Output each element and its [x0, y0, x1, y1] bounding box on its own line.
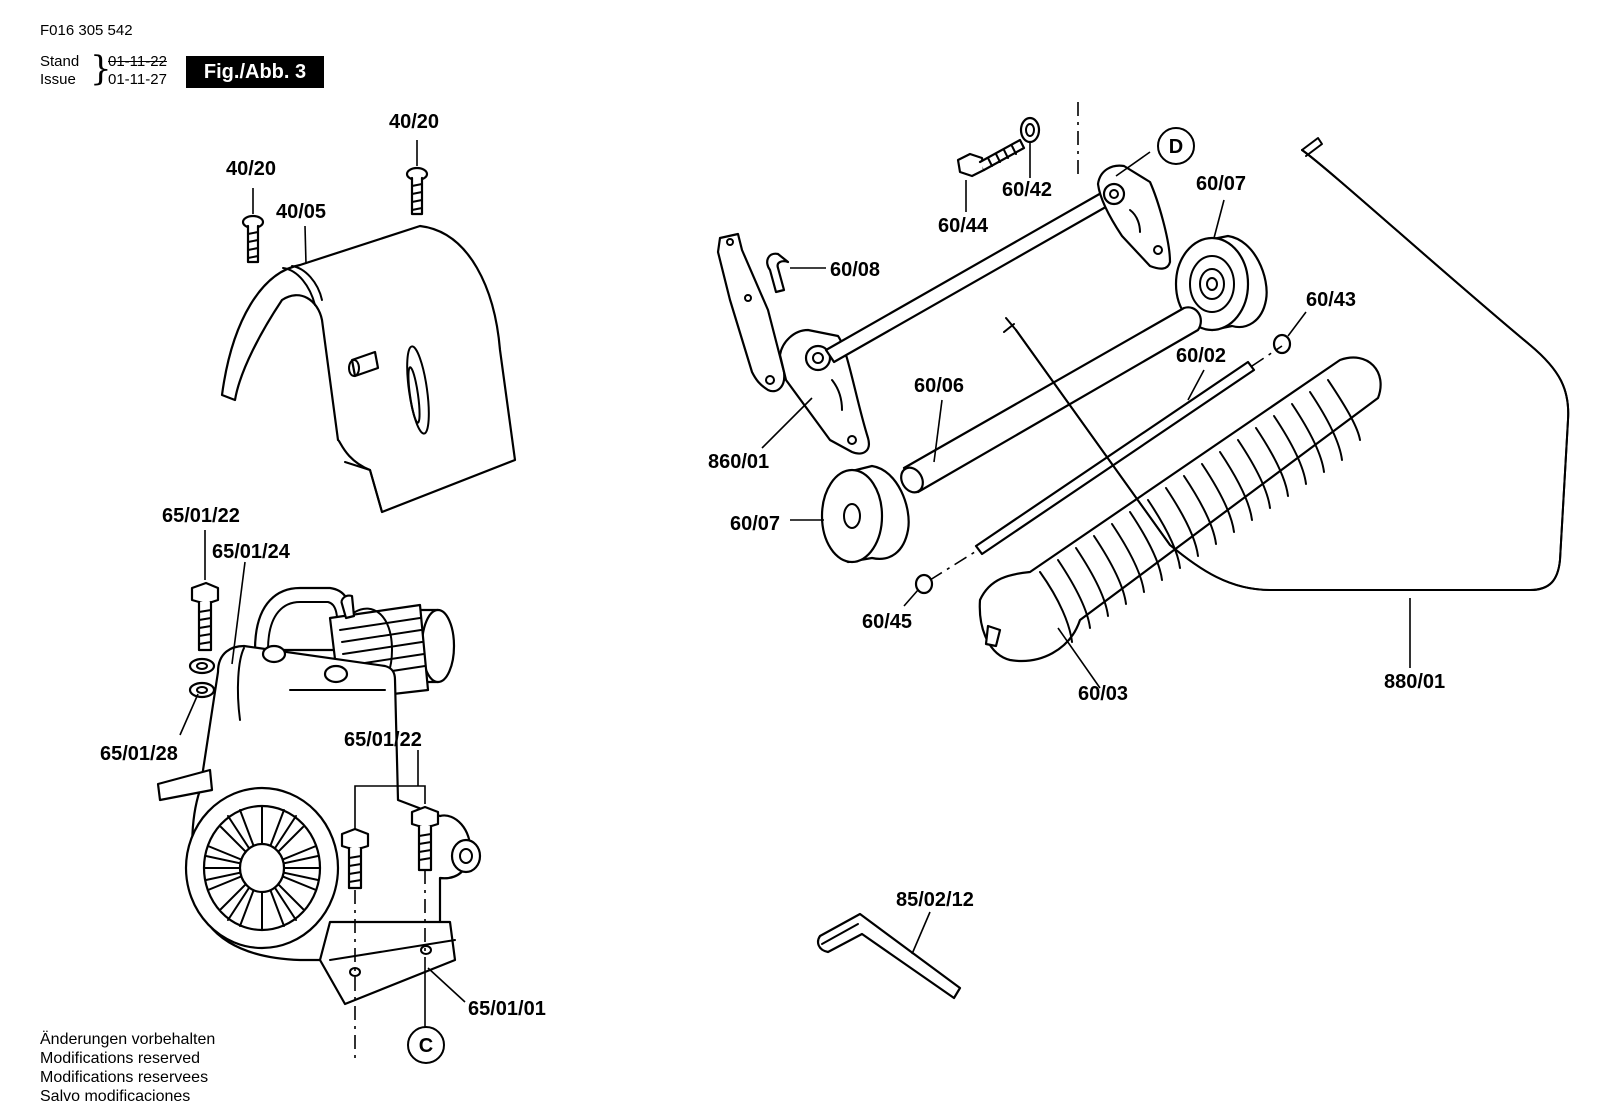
- reference-circle-c-label: C: [419, 1035, 433, 1057]
- washer-65-01-24: [188, 657, 216, 675]
- stand-label: Stand: [40, 53, 80, 70]
- callout-65-01-24: 65/01/24: [212, 541, 291, 563]
- handle-bar-880-01: [1003, 137, 1570, 591]
- callout-60-03: 60/03: [1078, 683, 1128, 705]
- callout-60-02: 60/02: [1176, 345, 1226, 367]
- frame-bracket-860-01: [716, 164, 1172, 455]
- reference-circle-d-label: D: [1169, 136, 1183, 158]
- hex-key-85-02-12: [817, 912, 962, 1000]
- bolt-65-01-22-b-left: [340, 827, 370, 890]
- issue-label: Issue: [40, 71, 76, 88]
- stand-date: 01-11-22: [108, 53, 167, 70]
- screw-40-20-a: [241, 214, 265, 264]
- brace-glyph: }: [90, 49, 112, 89]
- bolt-65-01-22-a: [190, 581, 220, 652]
- issue-date: 01-11-27: [108, 71, 167, 88]
- engine-part: [156, 586, 482, 1006]
- bolt-60-44: [956, 138, 1026, 178]
- callout-60-06: 60/06: [914, 375, 964, 397]
- callout-880-01: 880/01: [1384, 671, 1445, 693]
- callout-65-01-22-b: 65/01/22: [344, 729, 422, 751]
- modifications-notes: Änderungen vorbehalten Modifications res…: [40, 1030, 215, 1106]
- callout-60-07-b: 60/07: [730, 513, 780, 535]
- wheel-60-07-left: [820, 464, 910, 564]
- doc-number: F016 305 542: [40, 22, 133, 39]
- note-line: Salvo modificaciones: [40, 1088, 191, 1105]
- washer-60-42: [1019, 116, 1041, 144]
- callout-60-07-a: 60/07: [1196, 173, 1246, 195]
- callout-60-45: 60/45: [862, 611, 912, 633]
- tube-60-06: [900, 306, 1202, 494]
- washer-65-01-28: [188, 681, 216, 699]
- note-line: Modifications reservees: [40, 1069, 209, 1086]
- callout-40-20-a: 40/20: [226, 158, 276, 180]
- callout-40-20-b: 40/20: [389, 111, 439, 133]
- cap-60-45: [914, 573, 934, 595]
- leader-lines: [179, 140, 1411, 1030]
- clip-60-08: [766, 252, 790, 294]
- wheel-60-07-right: [1174, 234, 1268, 332]
- callout-60-42: 60/42: [1002, 179, 1052, 201]
- screw-40-20-b: [405, 166, 429, 216]
- rod-60-02: [974, 360, 1256, 556]
- reference-circle-c: [407, 1026, 445, 1064]
- callout-65-01-22-a: 65/01/22: [162, 505, 240, 527]
- callout-65-01-28: 65/01/28: [100, 743, 178, 765]
- callout-860-01: 860/01: [708, 451, 769, 473]
- callout-60-43: 60/43: [1306, 289, 1356, 311]
- roller-60-03: [978, 356, 1382, 663]
- reference-circle-d: [1157, 127, 1195, 165]
- callout-65-01-01: 65/01/01: [468, 998, 546, 1020]
- cover-part: [220, 224, 517, 514]
- callout-60-08: 60/08: [830, 259, 880, 281]
- callout-85-02-12: 85/02/12: [896, 889, 974, 911]
- note-line: Änderungen vorbehalten: [40, 1031, 216, 1048]
- figure-label: Fig./Abb. 3: [186, 56, 324, 88]
- callout-40-05: 40/05: [276, 201, 326, 223]
- callout-60-44: 60/44: [938, 215, 989, 237]
- note-line: Modifications reserved: [40, 1050, 201, 1067]
